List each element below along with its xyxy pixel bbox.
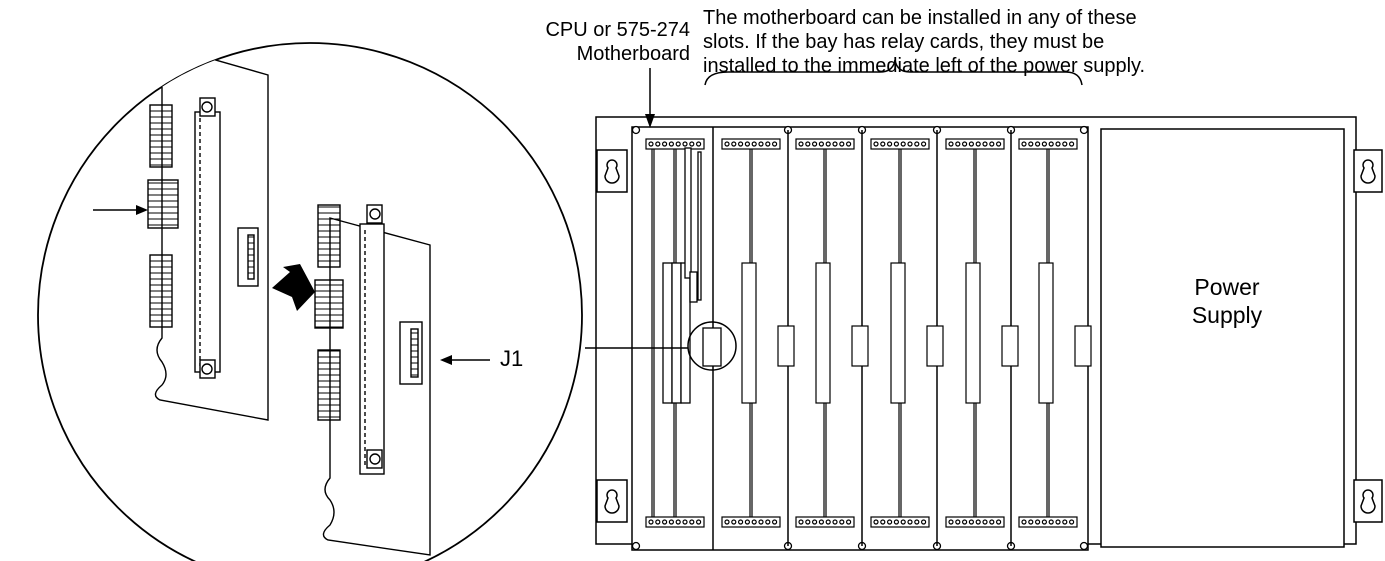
card-slots	[645, 138, 1092, 528]
motherboard-arrow	[645, 68, 655, 128]
card-slot	[795, 138, 869, 528]
power-supply-label: Power Supply	[1102, 273, 1352, 329]
insert-arrow	[272, 264, 315, 311]
motherboard-slot	[662, 147, 722, 404]
note-line-3: installed to the immediate left of the p…	[703, 55, 1146, 77]
installation-note: The motherboard can be installed in any …	[703, 6, 1323, 78]
cpu-motherboard-label: CPU or 575-274 Motherboard	[480, 18, 690, 66]
cpu-label-line-1: CPU or 575-274	[545, 19, 690, 41]
detail-view-circle	[37, 42, 583, 561]
j1-label: J1	[500, 346, 524, 371]
card-slot	[645, 138, 705, 528]
detail-board-left	[147, 44, 269, 421]
slot-brace	[704, 59, 1083, 86]
screws	[631, 125, 1089, 551]
jumper-arrow	[93, 205, 148, 215]
note-line-1: The motherboard can be installed in any …	[703, 7, 1137, 29]
card-slot	[721, 138, 795, 528]
power-label-line-1: Power	[1194, 274, 1260, 300]
zoom-circle	[687, 321, 737, 371]
j1-arrow	[440, 355, 490, 365]
card-slot	[1018, 138, 1092, 528]
detail-board-right	[314, 204, 431, 556]
power-label-line-2: Supply	[1191, 302, 1263, 328]
keyhole-icon	[604, 159, 1376, 514]
card-slot	[945, 138, 1019, 528]
cpu-label-line-2: Motherboard	[576, 43, 690, 65]
note-line-2: slots. If the bay has relay cards, they …	[703, 31, 1105, 53]
power-supply-box	[1100, 128, 1345, 548]
mounting-tabs	[596, 149, 1383, 523]
card-slot	[870, 138, 944, 528]
